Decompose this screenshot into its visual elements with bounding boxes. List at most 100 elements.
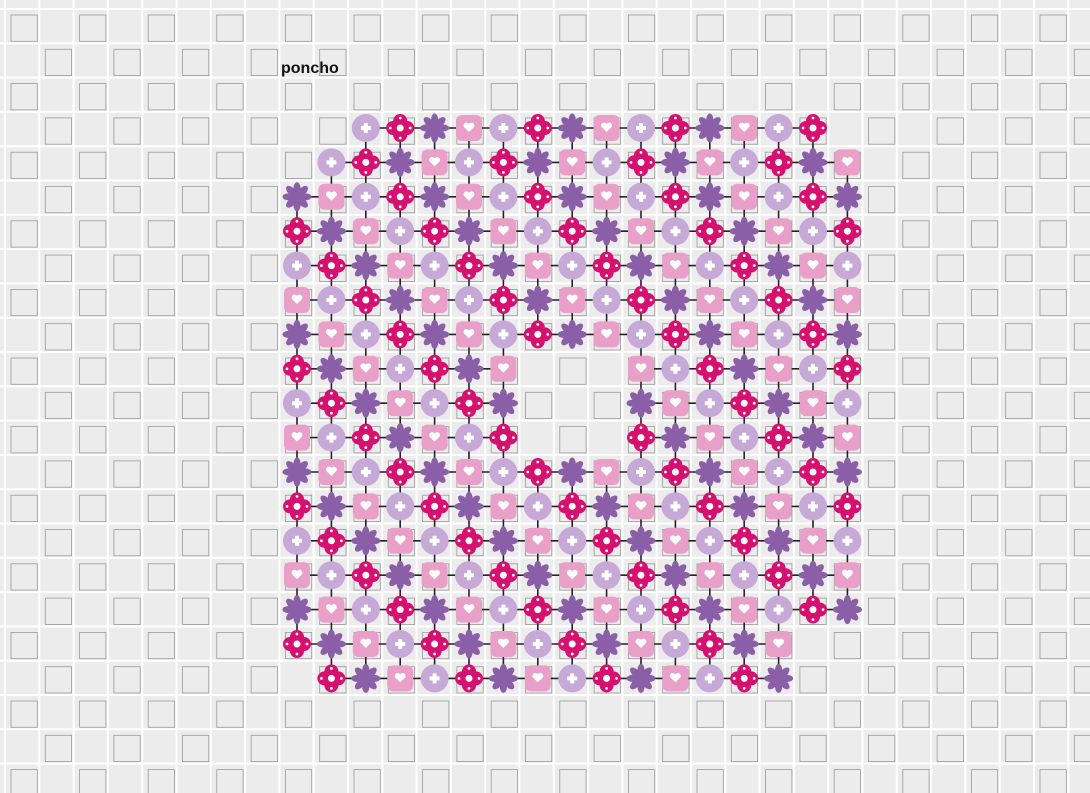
- pink-heart-bead: [387, 253, 413, 279]
- purple-star-bead: [833, 595, 862, 624]
- pink-heart-bead: [422, 287, 448, 313]
- pink-heart-bead: [800, 528, 826, 554]
- magenta-flower-bead: [661, 183, 689, 211]
- pink-heart-bead: [353, 218, 379, 244]
- purple-star-bead: [730, 217, 759, 246]
- lavender-circle-bead: [283, 527, 311, 555]
- purple-star-bead: [420, 182, 449, 211]
- magenta-flower-bead: [627, 148, 655, 176]
- pink-heart-bead: [800, 253, 826, 279]
- purple-star-bead: [730, 630, 759, 659]
- pink-heart-bead: [800, 390, 826, 416]
- purple-star-bead: [386, 423, 415, 452]
- purple-star-bead: [833, 458, 862, 487]
- purple-star-bead: [695, 114, 724, 143]
- purple-star-bead: [523, 561, 552, 590]
- magenta-flower-bead: [799, 320, 827, 348]
- lavender-circle-bead: [730, 424, 758, 452]
- magenta-flower-bead: [283, 217, 311, 245]
- lavender-circle-bead: [455, 561, 483, 589]
- purple-star-bead: [351, 251, 380, 280]
- magenta-flower-bead: [765, 424, 793, 452]
- pink-heart-bead: [662, 253, 688, 279]
- purple-star-bead: [386, 561, 415, 590]
- magenta-flower-bead: [283, 630, 311, 658]
- pink-heart-bead: [422, 149, 448, 175]
- lavender-circle-bead: [386, 217, 414, 245]
- magenta-flower-bead: [421, 355, 449, 383]
- pink-heart-bead: [353, 493, 379, 519]
- magenta-flower-bead: [352, 286, 380, 314]
- lavender-circle-bead: [661, 355, 689, 383]
- lavender-circle-bead: [524, 217, 552, 245]
- lavender-circle-bead: [317, 286, 345, 314]
- purple-star-bead: [351, 526, 380, 555]
- magenta-flower-bead: [558, 630, 586, 658]
- purple-star-bead: [661, 561, 690, 590]
- magenta-flower-bead: [593, 252, 621, 280]
- pink-heart-bead: [490, 631, 516, 657]
- pink-heart-bead: [525, 665, 551, 691]
- magenta-flower-bead: [317, 664, 345, 692]
- purple-star-bead: [558, 114, 587, 143]
- magenta-flower-bead: [317, 252, 345, 280]
- lavender-circle-bead: [696, 527, 724, 555]
- pink-heart-bead: [490, 493, 516, 519]
- pink-heart-bead: [353, 631, 379, 657]
- lavender-circle-bead: [799, 355, 827, 383]
- pink-heart-bead: [422, 425, 448, 451]
- pink-heart-bead: [697, 149, 723, 175]
- lavender-circle-bead: [765, 596, 793, 624]
- pink-heart-bead: [697, 425, 723, 451]
- purple-star-bead: [283, 182, 312, 211]
- lavender-circle-bead: [352, 458, 380, 486]
- purple-star-bead: [317, 630, 346, 659]
- magenta-flower-bead: [661, 458, 689, 486]
- magenta-flower-bead: [730, 389, 758, 417]
- purple-star-bead: [661, 423, 690, 452]
- pink-heart-bead: [628, 218, 654, 244]
- pink-heart-bead: [353, 356, 379, 382]
- lavender-circle-bead: [421, 527, 449, 555]
- pink-heart-bead: [490, 356, 516, 382]
- purple-star-bead: [386, 148, 415, 177]
- magenta-flower-bead: [730, 527, 758, 555]
- magenta-flower-bead: [661, 320, 689, 348]
- magenta-flower-bead: [317, 527, 345, 555]
- lavender-circle-bead: [489, 458, 517, 486]
- magenta-flower-bead: [283, 492, 311, 520]
- pink-heart-bead: [766, 218, 792, 244]
- lavender-circle-bead: [833, 527, 861, 555]
- magenta-flower-bead: [352, 561, 380, 589]
- magenta-flower-bead: [593, 664, 621, 692]
- purple-star-bead: [627, 526, 656, 555]
- lavender-circle-bead: [765, 320, 793, 348]
- magenta-flower-bead: [833, 217, 861, 245]
- pink-heart-bead: [559, 562, 585, 588]
- pink-heart-bead: [284, 425, 310, 451]
- pink-heart-bead: [594, 459, 620, 485]
- lavender-circle-bead: [730, 561, 758, 589]
- purple-star-bead: [455, 217, 484, 246]
- pink-heart-bead: [490, 218, 516, 244]
- pink-heart-bead: [834, 287, 860, 313]
- purple-star-bead: [351, 664, 380, 693]
- pink-heart-bead: [456, 184, 482, 210]
- magenta-flower-bead: [765, 148, 793, 176]
- purple-star-bead: [661, 286, 690, 315]
- pink-heart-bead: [697, 287, 723, 313]
- magenta-flower-bead: [799, 596, 827, 624]
- purple-star-bead: [764, 251, 793, 280]
- bead-tiles: [283, 114, 862, 693]
- purple-star-bead: [386, 286, 415, 315]
- lavender-circle-bead: [661, 630, 689, 658]
- purple-star-bead: [592, 217, 621, 246]
- magenta-flower-bead: [489, 561, 517, 589]
- pink-heart-bead: [318, 597, 344, 623]
- magenta-flower-bead: [799, 458, 827, 486]
- lavender-circle-bead: [352, 114, 380, 142]
- purple-star-bead: [833, 320, 862, 349]
- magenta-flower-bead: [386, 183, 414, 211]
- pink-heart-bead: [456, 115, 482, 141]
- magenta-flower-bead: [765, 286, 793, 314]
